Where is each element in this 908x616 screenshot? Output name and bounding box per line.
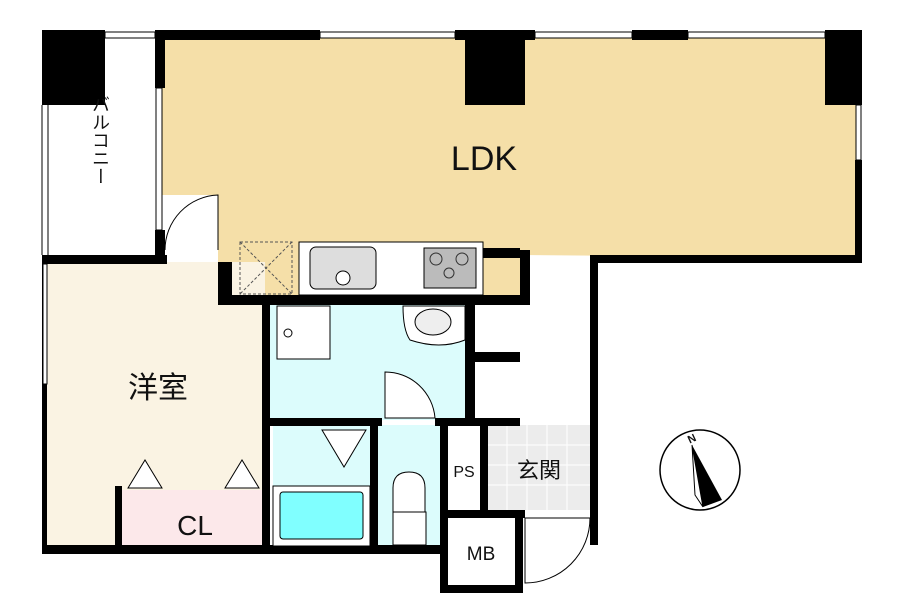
ldk-floor [162, 38, 858, 300]
room-label-western-room: 洋室 [128, 372, 188, 405]
entrance-floor [487, 425, 590, 510]
room-label-entrance: 玄関 [517, 458, 561, 483]
bathroom-door[interactable] [321, 429, 367, 468]
compass-icon: N [659, 429, 741, 511]
room-label-balcony: バルコニー [90, 95, 110, 185]
room-label-ldk: LDK [451, 140, 517, 178]
kitchen-sink-icon [309, 246, 377, 290]
ldk-door[interactable] [164, 194, 219, 251]
entrance-door[interactable] [524, 517, 591, 584]
room-label-closet: CL [177, 510, 213, 541]
closet-floor [122, 490, 264, 546]
walls [42, 30, 862, 593]
fridge-space [239, 241, 293, 295]
room-label-mb: MB [467, 544, 496, 565]
toilet-icon [392, 471, 426, 513]
room-label-ps: PS [453, 464, 474, 481]
washing-machine-icon [276, 305, 331, 360]
washroom-door[interactable] [384, 371, 436, 419]
bathtub-icon [279, 491, 364, 540]
